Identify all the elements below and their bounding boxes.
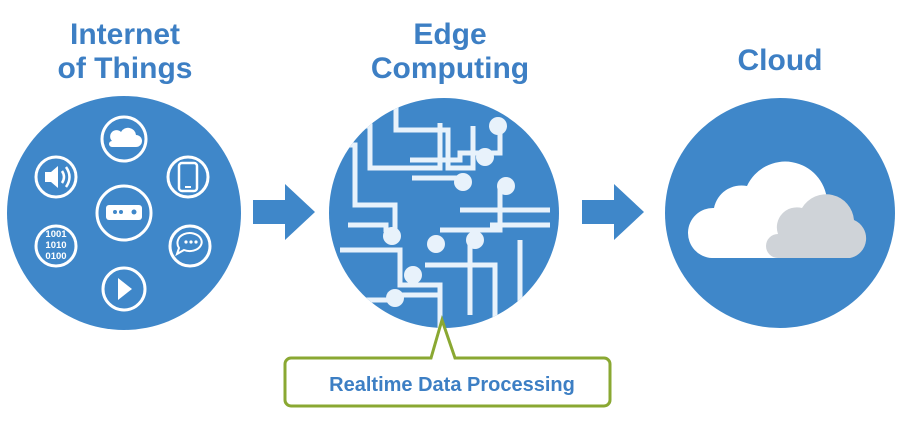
iot-title-line2: of Things <box>57 52 193 85</box>
edge-title-line1: Edge <box>413 18 487 51</box>
router-icon <box>95 184 153 242</box>
binary-data-icon: 1001 1010 0100 <box>34 224 78 268</box>
speaker-icon <box>34 155 78 199</box>
arrow-right-icon-2 <box>582 184 644 240</box>
chat-bubble-icon <box>168 224 212 268</box>
binary-line-1: 1001 <box>45 229 67 240</box>
callout-label: Realtime Data Processing <box>329 374 575 396</box>
cloud-circle-group <box>665 98 895 328</box>
callout-box <box>283 315 612 408</box>
play-icon <box>101 266 147 312</box>
binary-line-2: 1010 <box>45 240 66 251</box>
binary-line-3: 0100 <box>45 251 66 262</box>
large-cloud-icon <box>687 161 867 258</box>
iot-title-line1: Internet <box>69 18 180 51</box>
iot-title: Internet of Things <box>5 18 245 86</box>
cloud-title: Cloud <box>737 44 823 77</box>
arrow-right-icon <box>253 184 315 240</box>
edge-title: Edge Computing <box>330 18 570 86</box>
edge-circle-group <box>329 98 559 328</box>
iot-circle-group: 1001 1010 0100 <box>7 96 241 330</box>
smartphone-icon <box>166 155 210 199</box>
edge-title-line2: Computing <box>370 52 530 85</box>
circuit-nodes <box>383 117 515 307</box>
cloud-icon <box>100 115 148 163</box>
